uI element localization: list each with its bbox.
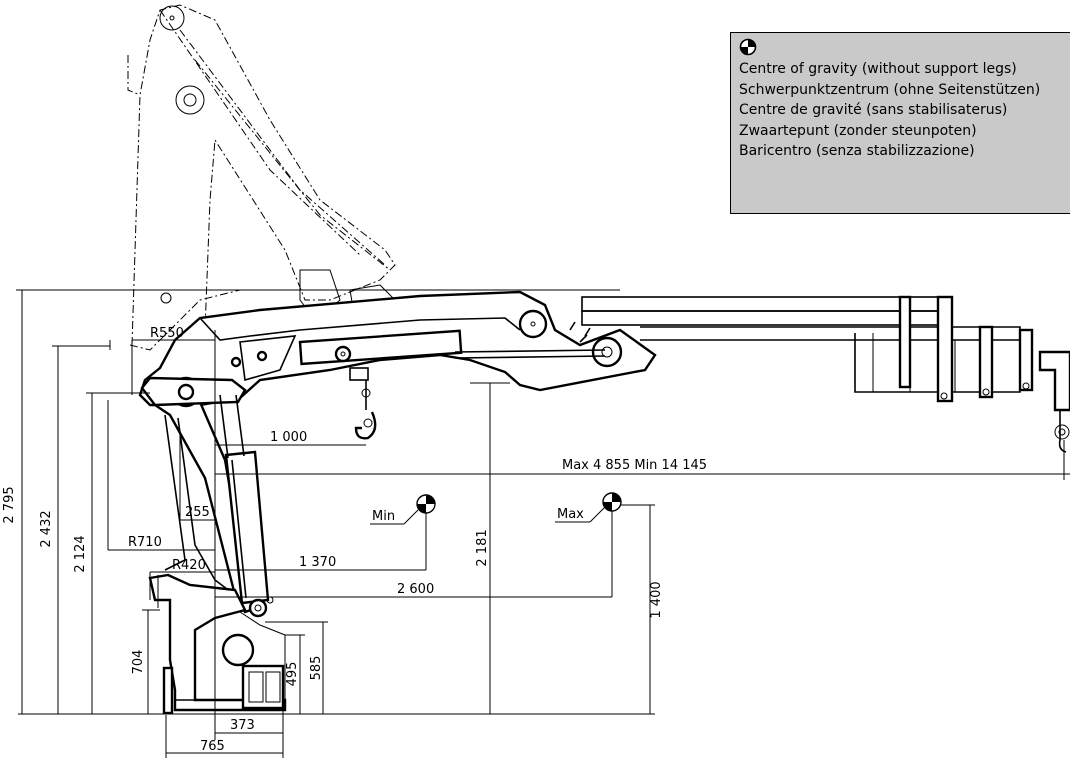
telescopic-boom — [581, 295, 1070, 453]
dim-1000: 1 000 — [270, 430, 307, 445]
dim-765: 765 — [200, 739, 225, 754]
raised-boom-phantom — [127, 4, 396, 351]
cog-marker-max — [555, 492, 622, 597]
dim-2124: 2 124 — [73, 535, 88, 572]
dim-704: 704 — [131, 650, 146, 675]
dim-2181: 2 181 — [475, 529, 490, 566]
dim-r420: R420 — [172, 558, 206, 573]
dim-373: 373 — [230, 718, 255, 733]
dim-reach: Max 4 855 Min 14 145 — [562, 458, 707, 473]
legend-line-nl: Zwaartepunt (zonder steunpoten) — [739, 122, 977, 139]
dim-255: 255 — [185, 505, 210, 520]
centre-of-gravity-icon — [739, 38, 757, 56]
base-housing — [148, 573, 287, 715]
marker-max-label: Max — [557, 507, 584, 522]
dim-2432: 2 432 — [39, 510, 54, 547]
legend-line-en: Centre of gravity (without support legs) — [739, 61, 1017, 77]
cog-marker-min — [370, 494, 436, 570]
legend-line-it: Baricentro (senza stabilizzazione) — [739, 143, 975, 159]
dimension-lines — [16, 289, 1070, 758]
boom-cylinder — [298, 329, 606, 366]
dimension-labels: 2 795 2 432 2 124 R550 R710 R420 255 1 0… — [2, 326, 707, 754]
dim-2795: 2 795 — [2, 486, 17, 523]
dim-585: 585 — [309, 656, 324, 681]
legend-line-fr: Centre de gravité (sans stabilisaterus) — [739, 102, 1008, 118]
dim-2600: 2 600 — [397, 582, 434, 597]
dim-r550: R550 — [150, 326, 184, 341]
marker-min-label: Min — [372, 509, 395, 524]
dim-r710: R710 — [128, 535, 162, 550]
legend-line-de: Schwerpunktzentrum (ohne Seitenstützen) — [739, 81, 1041, 98]
hook-assembly — [349, 367, 377, 440]
dim-1400: 1 400 — [649, 581, 664, 618]
slewing-cylinder — [219, 394, 274, 618]
centre-of-gravity-legend: Centre of gravity (without support legs)… — [730, 32, 1070, 214]
dim-495: 495 — [285, 662, 300, 687]
dim-1370: 1 370 — [299, 555, 336, 570]
